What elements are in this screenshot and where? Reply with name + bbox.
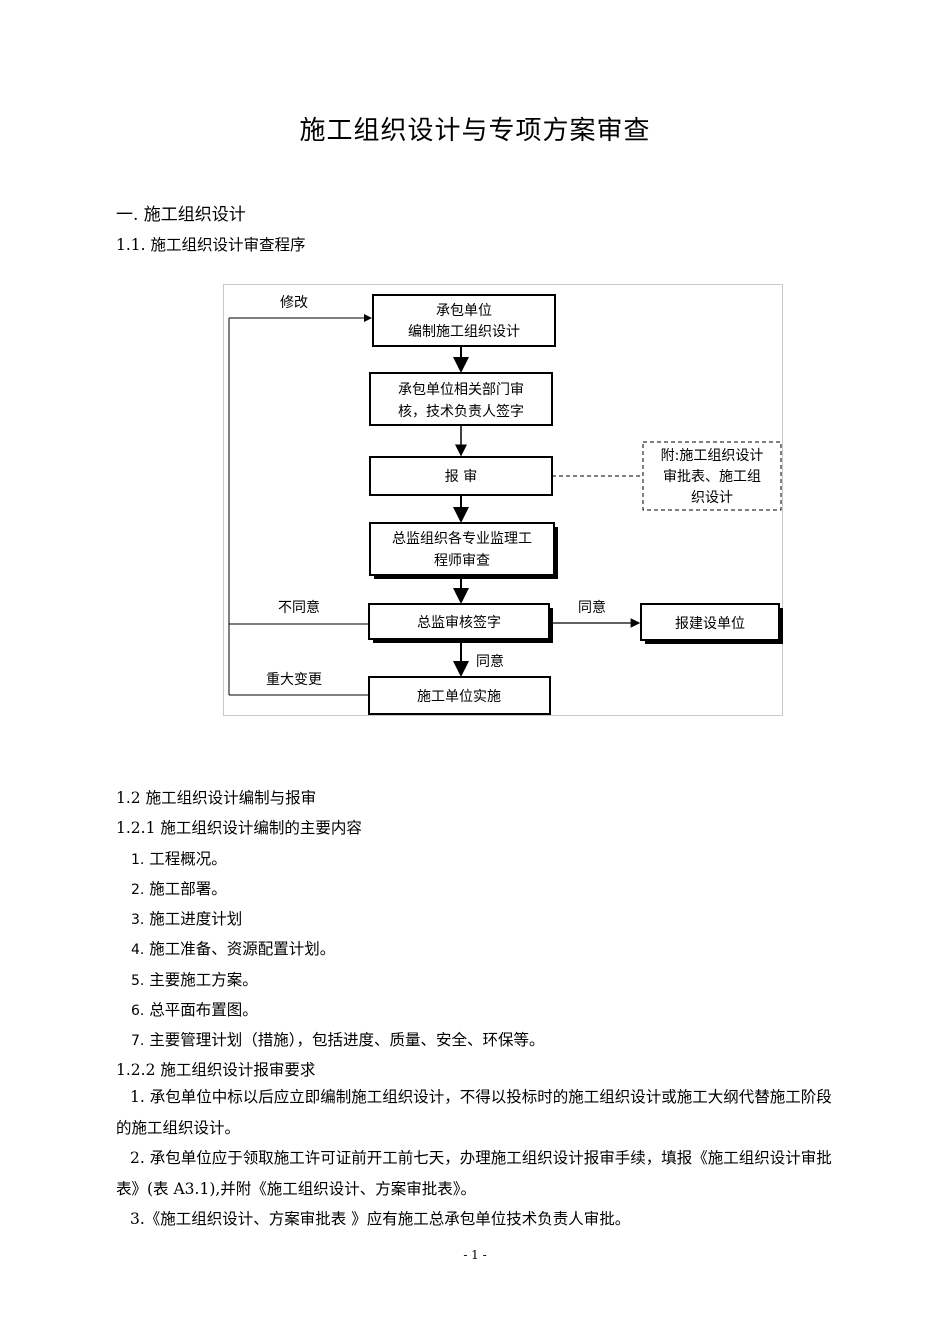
list-item: 7. 主要管理计划（措施），包括进度、质量、安全、环保等。 xyxy=(131,1031,545,1049)
box-chief-sign xyxy=(368,603,550,640)
label-agree-right: 同意 xyxy=(578,599,606,616)
list-item: 5. 主要施工方案。 xyxy=(131,971,258,989)
label-disagree: 不同意 xyxy=(278,599,320,616)
list-item: 4. 施工准备、资源配置计划。 xyxy=(131,940,336,958)
box-chief-organize-review xyxy=(369,522,555,576)
requirement-paragraph: 3.《施工组织设计、方案审批表 》应有施工总承包单位技术负责人审批。 xyxy=(130,1210,631,1228)
label-modify: 修改 xyxy=(280,295,308,311)
attach-text-2: 审批表、施工组 xyxy=(663,469,761,485)
box2-text-1: 承包单位相关部门审 xyxy=(398,382,524,398)
section-heading-1-2: 1.2 施工组织设计编制与报审 xyxy=(116,789,317,807)
page-title: 施工组织设计与专项方案审查 xyxy=(299,116,651,146)
page-number: - 1 - xyxy=(463,1248,487,1262)
box1-text-1: 承包单位 xyxy=(436,303,492,319)
box-department-review xyxy=(369,372,553,426)
flowchart-svg: 承包单位 编制施工组织设计 承包单位相关部门审 核，技术负责人签字 报 审 附:… xyxy=(228,294,783,715)
box1-text-2: 编制施工组织设计 xyxy=(408,324,520,340)
box-attachment xyxy=(642,441,782,511)
list-item: 1. 工程概况。 xyxy=(131,850,227,868)
attach-text-1: 附:施工组织设计 xyxy=(661,448,764,464)
section-heading-1-2-2: 1.2.2 施工组织设计报审要求 xyxy=(116,1061,316,1079)
list-item: 3. 施工进度计划 xyxy=(131,910,243,928)
review-flowchart: 承包单位 编制施工组织设计 承包单位相关部门审 核，技术负责人签字 报 审 附:… xyxy=(223,284,783,716)
attach-text-3: 织设计 xyxy=(691,490,733,506)
box3-text: 报 审 xyxy=(445,469,477,485)
box2-text-2: 核，技术负责人签字 xyxy=(398,403,524,420)
section-heading-1: 一. 施工组织设计 xyxy=(116,205,246,225)
section-heading-1-1: 1.1. 施工组织设计审查程序 xyxy=(116,236,306,254)
requirement-paragraph: 1. 承包单位中标以后应立即编制施工组织设计，不得以投标时的施工组织设计或施工大… xyxy=(116,1088,832,1137)
box-contractor-prepare xyxy=(372,294,556,347)
list-item: 2. 施工部署。 xyxy=(131,880,227,898)
box4-text-2: 程师审查 xyxy=(434,553,490,569)
box7-text: 施工单位实施 xyxy=(417,689,501,705)
label-major-change: 重大变更 xyxy=(266,672,322,688)
box-report-owner xyxy=(640,603,780,641)
requirement-paragraph: 2. 承包单位应于领取施工许可证前开工前七天，办理施工组织设计报审手续，填报《施… xyxy=(116,1149,832,1198)
list-item: 6. 总平面布置图。 xyxy=(131,1001,258,1019)
box6-text: 报建设单位 xyxy=(675,616,745,632)
label-agree-down: 同意 xyxy=(476,653,504,670)
box5-text: 总监审核签字 xyxy=(417,614,501,631)
section-heading-1-2-1: 1.2.1 施工组织设计编制的主要内容 xyxy=(116,819,362,837)
box4-text-1: 总监组织各专业监理工 xyxy=(392,531,532,547)
